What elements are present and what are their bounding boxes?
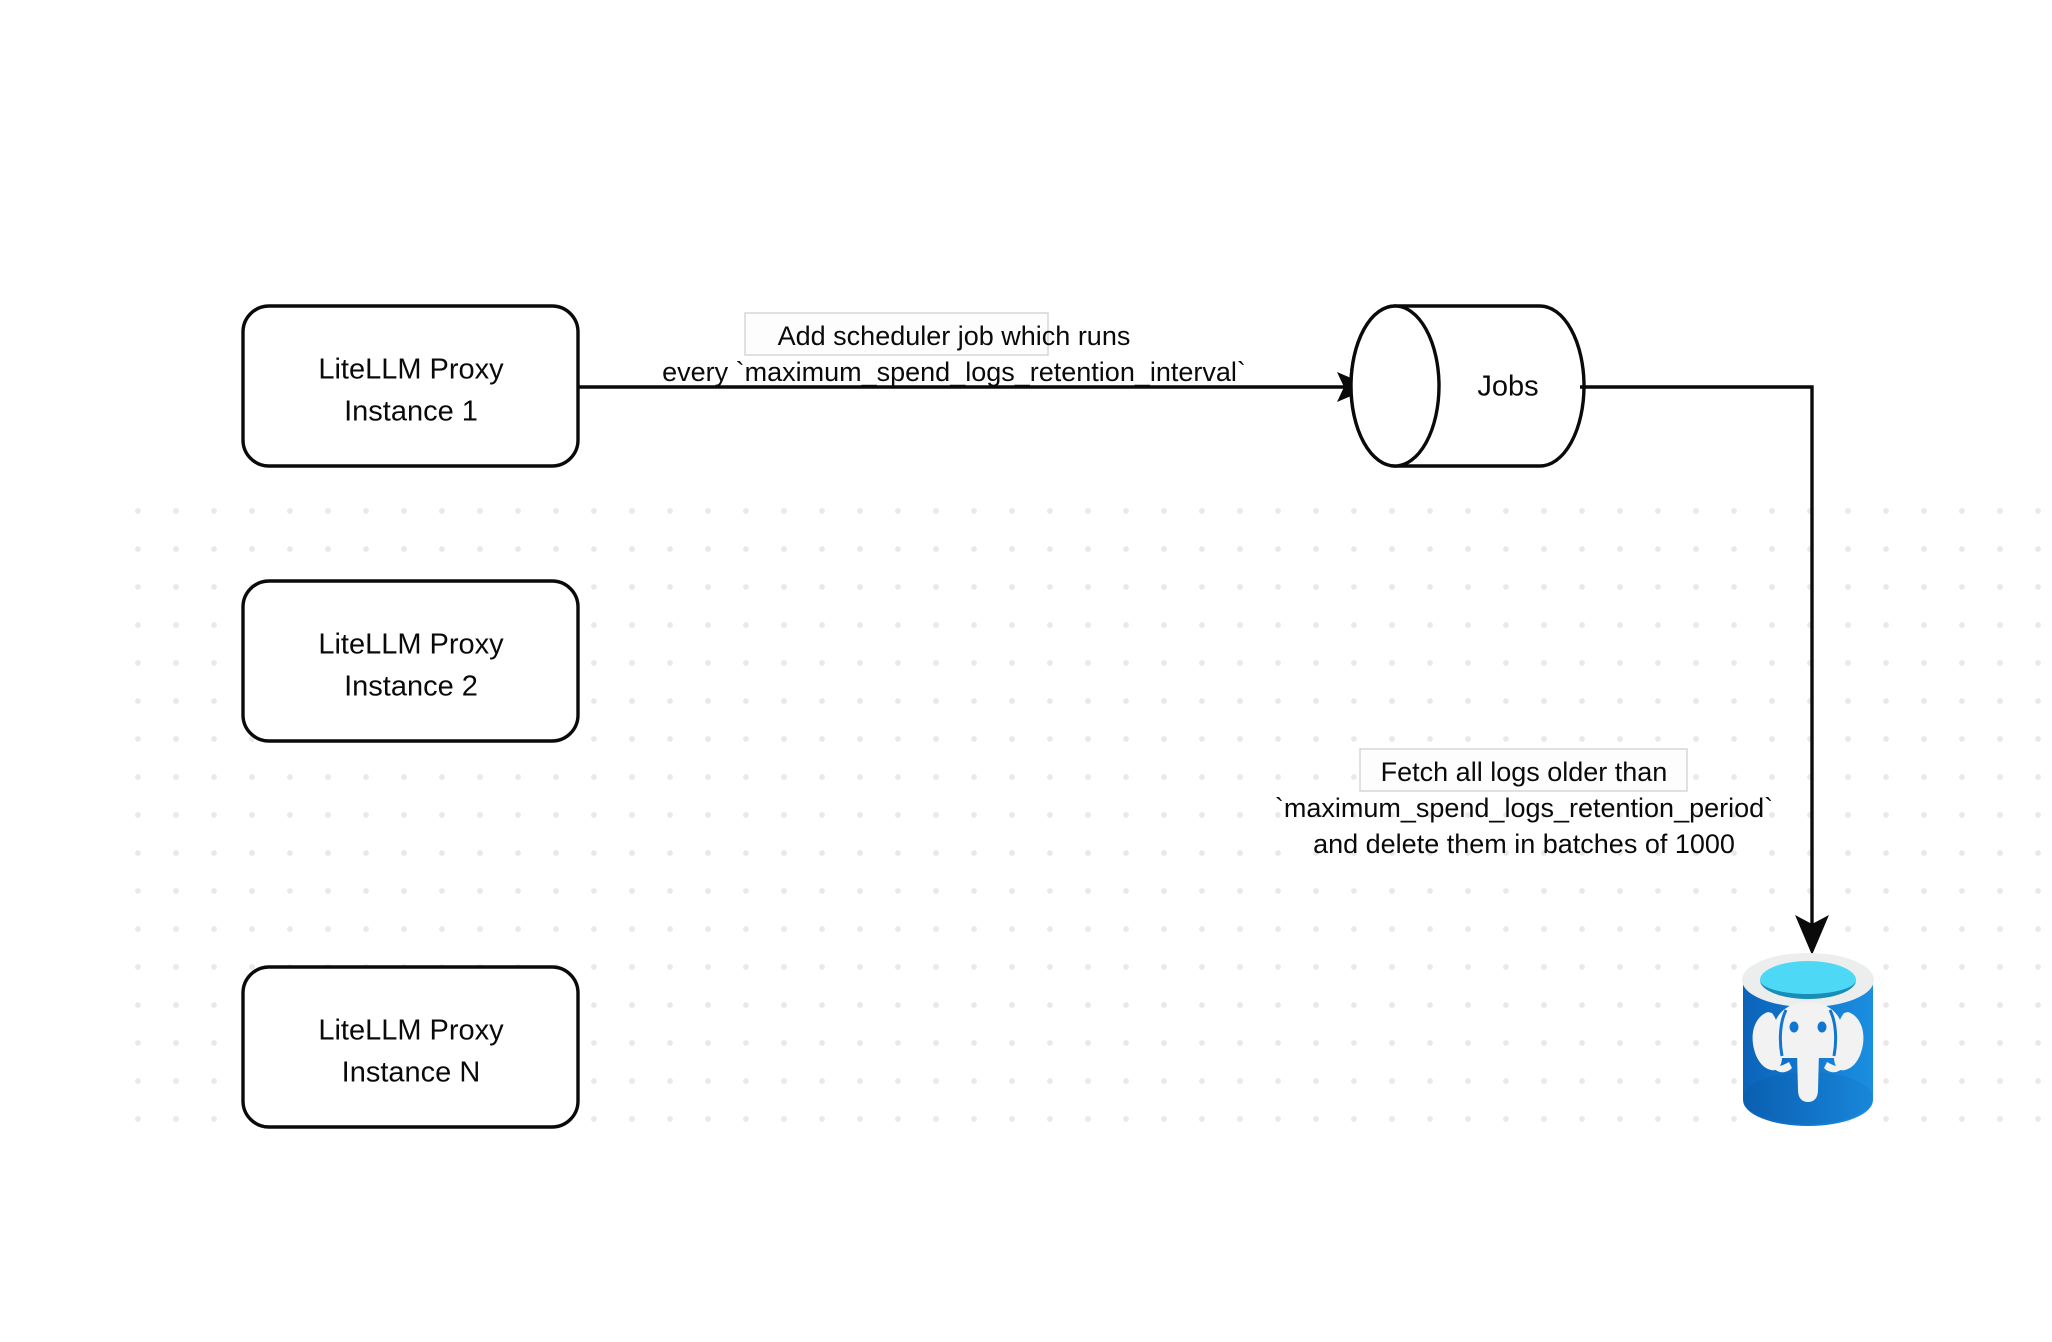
- edge-fetch-delete-label-line-2: `maximum_spend_logs_retention_period`: [1275, 793, 1773, 823]
- edge-fetch-delete-line: [1580, 385, 1814, 930]
- postgresql-elephant-icon: [1752, 1002, 1864, 1102]
- postgres-liquid-surface: [1760, 961, 1856, 999]
- jobs-label: Jobs: [1477, 371, 1538, 403]
- edge-scheduler-label-line-2: every `maximum_spend_logs_retention_inte…: [662, 357, 1246, 387]
- proxy-2-label-line-2: Instance 2: [344, 671, 478, 703]
- edge-fetch-delete-label: Fetch all logs older than `maximum_spend…: [1275, 757, 1773, 859]
- node-proxy-instance-n[interactable]: LiteLLM Proxy Instance N: [241, 965, 580, 1129]
- edge-fetch-delete-label-highlight: [1359, 748, 1688, 792]
- edge-fetch-delete: [1580, 385, 1829, 955]
- proxy-1-label-line-2: Instance 1: [344, 396, 478, 428]
- postgres-liquid-depth: [1760, 980, 1856, 999]
- jobs-cylinder-left-face: [1349, 304, 1441, 468]
- proxy-2-label-line-1: LiteLLM Proxy: [318, 629, 504, 661]
- node-jobs-cylinder[interactable]: Jobs: [1349, 304, 1586, 468]
- postgres-elephant-contours: [1778, 1009, 1838, 1057]
- proxy-n-label-line-2: Instance N: [342, 1057, 481, 1089]
- edge-fetch-delete-label-line-3: and delete them in batches of 1000: [1313, 829, 1735, 859]
- edge-scheduler-label-highlight: [744, 312, 1049, 356]
- proxy-1-label-line-1: LiteLLM Proxy: [318, 354, 504, 386]
- postgres-elephant-eyes: [1789, 1021, 1827, 1033]
- node-proxy-instance-1[interactable]: LiteLLM Proxy Instance 1: [241, 304, 580, 468]
- proxy-n-label-line-1: LiteLLM Proxy: [318, 1015, 504, 1047]
- edge-scheduler-label: Add scheduler job which runs every `maxi…: [662, 321, 1246, 387]
- node-postgres-database[interactable]: [1742, 953, 1874, 1126]
- proxy-2-box[interactable]: [241, 579, 580, 743]
- node-proxy-instance-2[interactable]: LiteLLM Proxy Instance 2: [241, 579, 580, 743]
- edge-fetch-delete-arrowhead: [1795, 915, 1829, 955]
- edge-fetch-delete-label-line-1: Fetch all logs older than: [1381, 757, 1668, 787]
- proxy-n-box[interactable]: [241, 965, 580, 1129]
- proxy-1-box[interactable]: [241, 304, 580, 468]
- edge-scheduler-label-line-1: Add scheduler job which runs: [778, 321, 1131, 351]
